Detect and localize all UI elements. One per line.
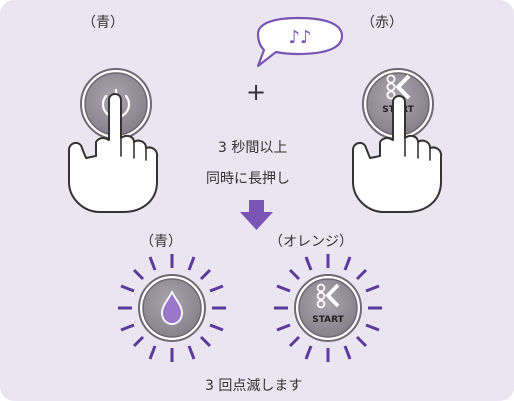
blink-caption: 3 回点滅します xyxy=(205,378,303,394)
water-button-flashing xyxy=(118,254,226,362)
instruction-seconds: 3 秒間以上 xyxy=(218,140,288,156)
label-red-top: （赤） xyxy=(361,15,403,31)
label-blue-result: （青） xyxy=(140,234,182,250)
sound-notes: ♪♪ xyxy=(289,27,312,48)
sound-bubble: ♪♪ xyxy=(256,16,344,68)
flash-rays xyxy=(118,254,226,362)
plus-sign: + xyxy=(246,78,266,106)
pointing-hand-icon xyxy=(352,95,443,213)
pointing-hand-icon xyxy=(68,93,159,213)
water-drop-icon xyxy=(161,289,183,325)
down-arrow-icon xyxy=(240,200,273,230)
flash-rays xyxy=(274,254,382,362)
start-icon xyxy=(386,74,411,100)
start-icon xyxy=(316,283,340,309)
label-orange-result: （オレンジ） xyxy=(269,234,353,250)
start-button-flashing: START xyxy=(274,254,382,362)
label-blue-top: （青） xyxy=(82,15,124,31)
instruction-press-together: 同時に長押し xyxy=(206,171,290,187)
start-label-bottom: START xyxy=(312,315,344,325)
